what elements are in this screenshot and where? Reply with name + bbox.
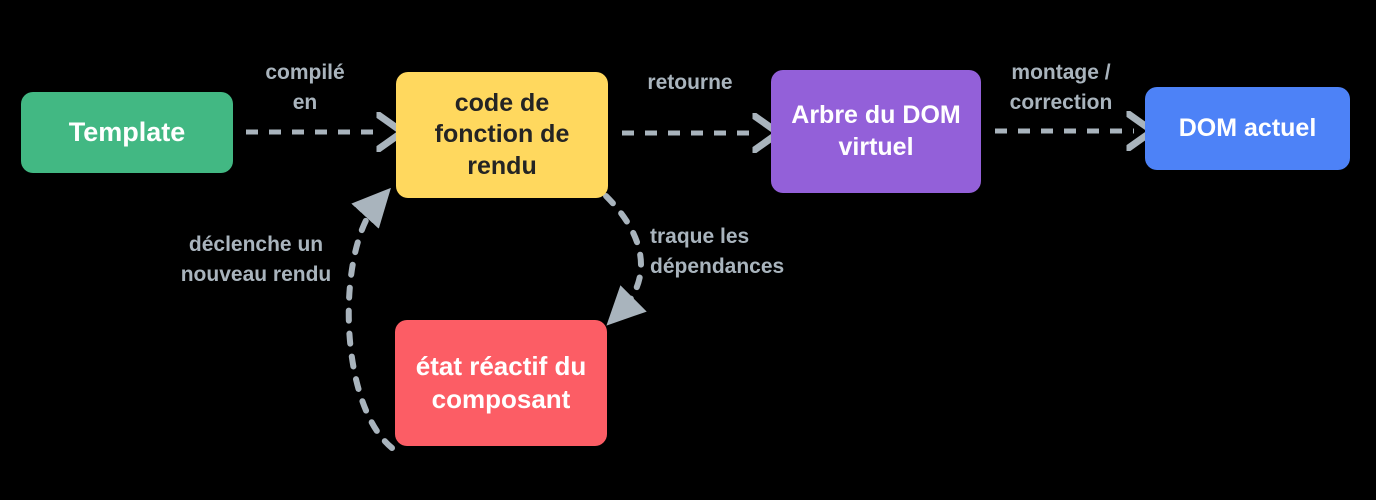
node-template[interactable]: Template xyxy=(21,92,233,173)
node-reactive-state[interactable]: état réactif du composant xyxy=(395,320,607,446)
node-render-function[interactable]: code de fonction de rendu xyxy=(396,72,608,198)
node-virtual-dom-tree[interactable]: Arbre du DOM virtuel xyxy=(771,70,981,193)
edge-label-track-dependencies: traque les dépendances xyxy=(650,225,785,278)
edge-label-trigger-rerender: déclenche un nouveau rendu xyxy=(180,233,332,286)
edge-label-returns: retourne xyxy=(647,71,733,94)
edge-track-dependencies xyxy=(603,193,647,326)
edge-label-compile: compilé en xyxy=(265,61,345,114)
node-actual-dom[interactable]: DOM actuel xyxy=(1145,87,1350,170)
edge-label-mount-patch: montage / correction xyxy=(1009,61,1113,114)
edge-trigger-rerender xyxy=(345,187,395,451)
